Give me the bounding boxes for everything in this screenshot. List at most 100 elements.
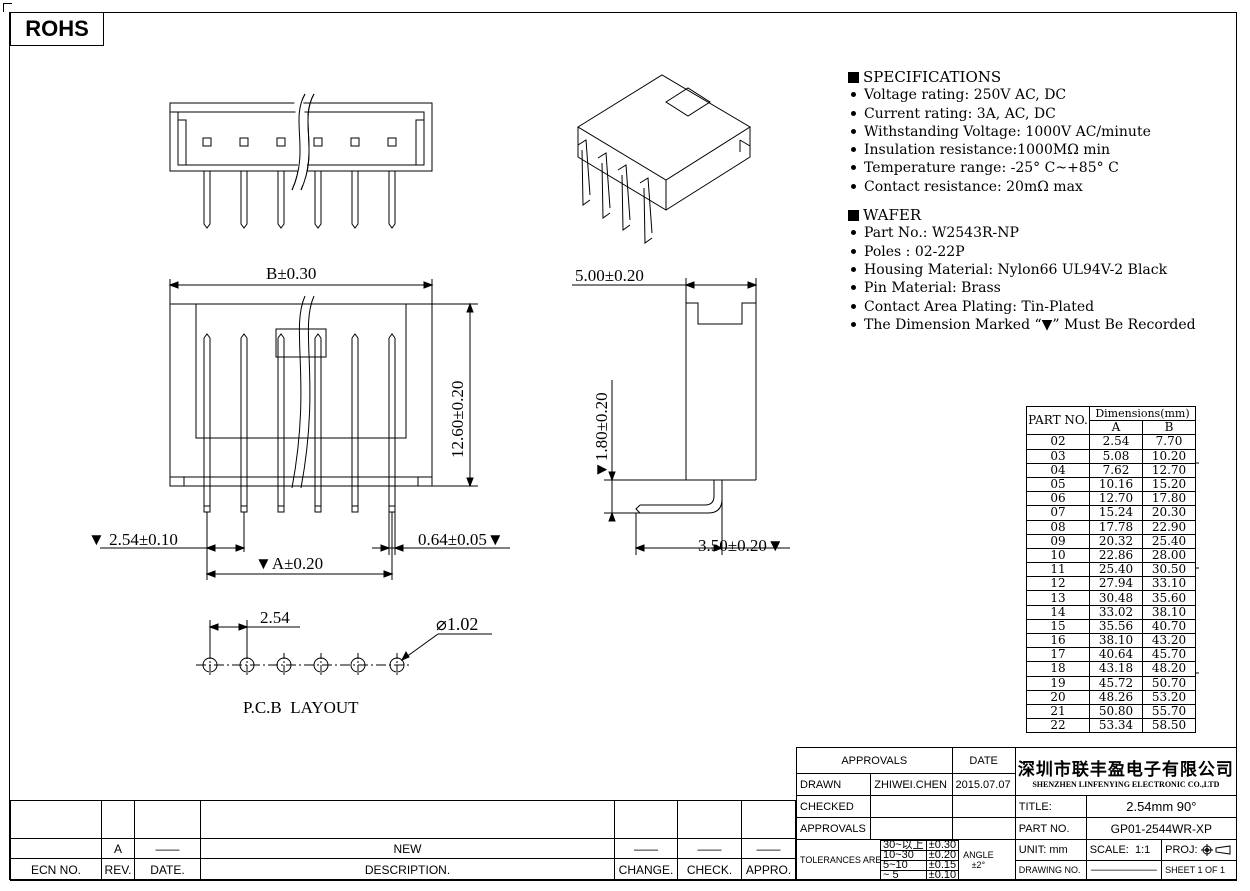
dim-b-value: 20.30 (1142, 505, 1196, 521)
company-cn: 深圳市联丰盈电子有限公司 (1017, 759, 1234, 780)
pcb-layout (196, 620, 492, 677)
pcb-pitch-label: 2.54 (260, 608, 290, 627)
dim-a-value: 5.08 (1089, 448, 1143, 464)
dim-part-no: 04 (1026, 462, 1090, 478)
specifications-block: SPECIFICATIONS Voltage rating: 250V AC, … (848, 68, 1196, 334)
top-view-pin-squares (202, 137, 397, 147)
dim-a-value: 25.40 (1089, 562, 1143, 578)
title-label: TITLE: (1014, 795, 1087, 818)
rev-value: A (101, 838, 135, 859)
dim-a-value: 7.62 (1089, 462, 1143, 478)
rohs-badge: ROHS (10, 12, 104, 46)
rev-change-value: —— (614, 838, 678, 859)
spec-item: Temperature range: -25° C~+85° C (848, 159, 1196, 177)
rev-description-value: NEW (200, 838, 615, 859)
title-block: APPROVALS DATE 深圳市联丰盈电子有限公司 SHENZHEN LIN… (795, 747, 1238, 881)
rev-date-value: —— (134, 838, 201, 859)
dim-a-value: 30.48 (1089, 590, 1143, 606)
dim-b-value: 15.20 (1142, 476, 1196, 493)
tol-range: ~ 5 (880, 869, 927, 881)
dim-table-a-header: A (1089, 420, 1143, 436)
dim-b-value: 53.20 (1142, 689, 1196, 705)
dim-part-no: 06 (1026, 491, 1090, 507)
spec-item: Current rating: 3A, AC, DC (848, 105, 1196, 123)
dim-part-no: 15 (1026, 618, 1090, 635)
dim-a-value: 27.94 (1089, 576, 1143, 592)
unit-cell: UNIT: mm DRAWING NO. (1014, 839, 1087, 881)
dim-a-value: 50.80 (1089, 703, 1143, 720)
dim-height-label: 12.60±0.20 (448, 380, 467, 458)
date-col-header: DATE. (134, 858, 201, 881)
specifications-heading: SPECIFICATIONS (848, 68, 1196, 86)
proj-cell: PROJ: SHEET 1 OF 1 (1161, 839, 1237, 881)
dim-a-value: 2.54 (1089, 434, 1143, 450)
dim-b-value: 35.60 (1142, 590, 1196, 606)
scale-value: 1:1 (1134, 844, 1151, 856)
isometric-view (577, 74, 751, 244)
ecn-header: ECN NO. (10, 858, 102, 881)
dim-part-no: 12 (1026, 576, 1090, 592)
revision-block: A —— NEW —— —— —— ECN NO. REV. DATE. DES… (10, 800, 796, 881)
spec-item: Contact resistance: 20mΩ max (848, 178, 1196, 196)
checked-label: CHECKED (795, 795, 872, 818)
drawn-date: 2015.07.07 (951, 773, 1016, 796)
approvals-header: APPROVALS (796, 747, 953, 774)
drawn-label: DRAWN (795, 773, 872, 796)
dim-side-depth-label: 3.50±0.20▼ (698, 536, 784, 555)
dim-b-value: 12.70 (1142, 462, 1196, 478)
rev-header: REV. (101, 858, 135, 881)
drawing-no-label: DRAWING NO. (1018, 865, 1081, 875)
wafer-item: The Dimension Marked “▼” Must Be Recorde… (848, 316, 1196, 334)
dim-part-no: 19 (1026, 675, 1090, 691)
wafer-item: Contact Area Plating: Tin-Plated (848, 298, 1196, 316)
dim-a-value: 12.70 (1089, 491, 1143, 507)
dim-a-value: 35.56 (1089, 618, 1143, 635)
dim-part-no: 18 (1026, 661, 1090, 677)
pcb-holes (202, 653, 405, 677)
wafer-item: Pin Material: Brass (848, 279, 1196, 297)
wafer-item: Poles : 02-22P (848, 243, 1196, 261)
dim-b-value: 50.70 (1142, 675, 1196, 691)
dim-b-value: 22.90 (1142, 519, 1196, 535)
dim-a-value: 43.18 (1089, 661, 1143, 677)
scale-cell: SCALE: 1:1 —————— (1085, 839, 1163, 881)
dim-b-value: 43.20 (1142, 632, 1196, 649)
proj-label: PROJ: (1165, 844, 1198, 856)
dim-part-no: 08 (1026, 519, 1090, 535)
dim-part-no: 20 (1026, 689, 1090, 705)
tolerances-cell: TOLERANCES ARE 30~以上±0.30 10~30±0.20 5~1… (796, 839, 1016, 881)
dim-side-pin-label: ▼1.80±0.20 (592, 392, 611, 478)
spec-item: Voltage rating: 250V AC, DC (848, 86, 1196, 104)
corner-mark (3, 3, 12, 12)
side-view (572, 278, 790, 555)
dim-a-value: 53.34 (1089, 718, 1143, 734)
pcb-hole-label: ⌀1.02 (436, 614, 479, 634)
dim-a-value: 20.32 (1089, 533, 1143, 549)
dim-pin-label: 0.64±0.05▼ (418, 530, 504, 549)
dim-a-label: ▼A±0.20 (255, 554, 324, 573)
dim-part-no: 13 (1026, 590, 1090, 606)
front-view-pins (203, 333, 396, 513)
tolerances-label: TOLERANCES ARE (800, 855, 882, 865)
approvals-label: APPROVALS (795, 817, 872, 840)
wafer-item: Part No.: W2543R-NP (848, 224, 1196, 242)
dim-table-part-header: PART NO. (1026, 405, 1090, 436)
sheet-label: SHEET 1 OF 1 (1165, 865, 1225, 875)
angle-value: ±2° (971, 860, 986, 870)
dim-b-value: 45.70 (1142, 647, 1196, 663)
dim-b-value: 7.70 (1142, 434, 1196, 450)
drawn-by: ZHIWEI.CHEN (870, 773, 953, 796)
dim-b-value: 30.50 (1142, 562, 1196, 578)
dim-b-value: 58.50 (1142, 718, 1196, 734)
